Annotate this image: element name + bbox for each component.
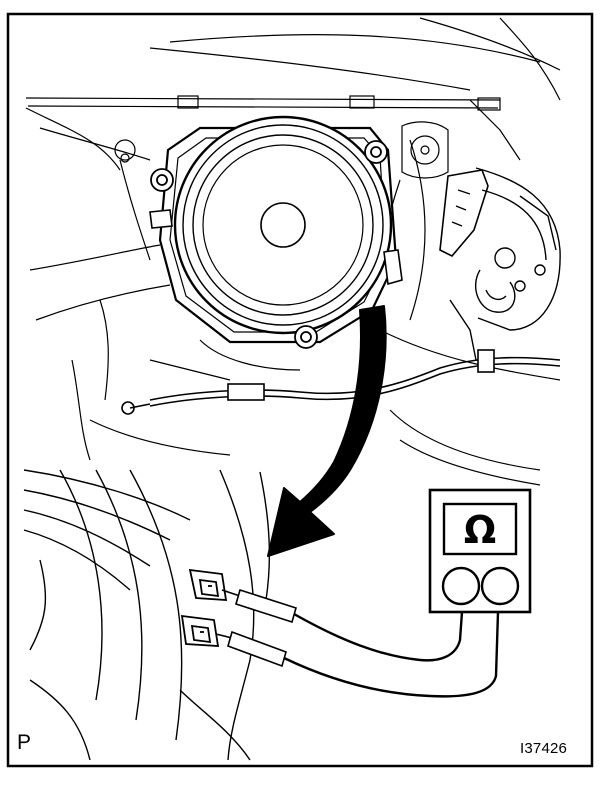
figure-frame: [6, 12, 594, 768]
tester-leads: [283, 611, 500, 698]
ohm-icon: Ω: [464, 508, 496, 552]
door-wire-harness: [121, 349, 561, 415]
direction-arrow: [267, 305, 387, 557]
speaker-back-detail: [23, 469, 271, 761]
speaker-screws: [150, 140, 388, 349]
probe-jack-icon: [441, 566, 481, 606]
ohmmeter-display: [442, 502, 518, 556]
probe-jack-icon: [480, 566, 520, 606]
speaker-connector: [180, 568, 228, 647]
figure-id: I37426: [520, 740, 568, 757]
corner-label: P: [17, 731, 32, 754]
door-clips: [114, 95, 501, 179]
door-latch-assembly: [439, 167, 561, 361]
ohmmeter: Ω: [428, 488, 532, 614]
door-speaker: [149, 115, 403, 344]
tester-probes: [215, 588, 297, 668]
